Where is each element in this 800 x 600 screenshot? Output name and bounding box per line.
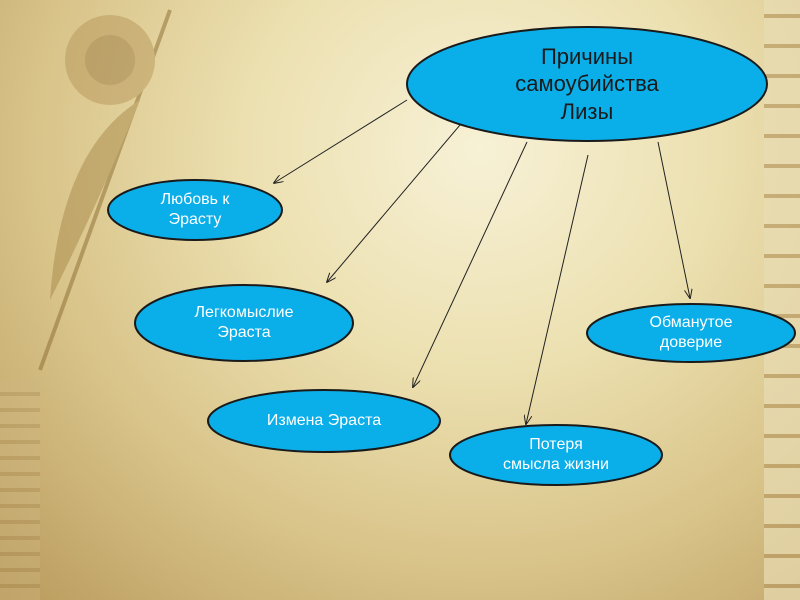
arrow-to-deceived-trust (657, 141, 690, 298)
center-ellipse (406, 26, 768, 142)
cause-frivolity-line-2: Эраста (217, 324, 271, 341)
center-line-2: самоубийства (515, 71, 659, 97)
cause-deceived-trust: Обманутое доверие (587, 304, 795, 362)
cause-trust-line-2: доверие (659, 334, 723, 351)
arrow-to-betrayal (413, 141, 528, 387)
cause-frivolity-line-1: Легкомыслие (194, 304, 294, 321)
cause-frivolity: Легкомыслие Эраста (135, 285, 353, 361)
cause-ellipse-loss (449, 424, 663, 486)
center-line-3: Лизы (560, 98, 614, 124)
arrow-to-frivolity (327, 124, 461, 282)
cause-betrayal-line-1: Измена Эраста (266, 412, 382, 429)
cause-betrayal: Измена Эраста (208, 390, 440, 452)
cause-love-line-2: Эрасту (168, 211, 222, 228)
cause-ellipse-frivolity (134, 284, 354, 362)
ornamental-border-left (0, 380, 40, 600)
cause-love-line-1: Любовь к (160, 191, 230, 208)
cause-ellipse-trust (586, 303, 796, 363)
rose-feather-decoration-icon (38, 9, 172, 371)
cause-ellipse-love (107, 179, 283, 241)
cause-trust-line-1: Обманутое (649, 314, 733, 331)
cause-loss-of-meaning: Потеря смысла жизни (450, 425, 662, 485)
arrow-to-love (274, 99, 408, 183)
cause-love: Любовь к Эрасту (108, 180, 282, 240)
ornamental-border-right (764, 0, 800, 600)
cause-loss-line-2: смысла жизни (503, 456, 609, 473)
cause-ellipse-betrayal (207, 389, 441, 453)
center-title: Причины самоубийства Лизы (407, 27, 767, 141)
center-line-1: Причины (540, 43, 634, 69)
arrow-to-loss-of-meaning (526, 154, 589, 424)
cause-loss-line-1: Потеря (529, 436, 583, 453)
